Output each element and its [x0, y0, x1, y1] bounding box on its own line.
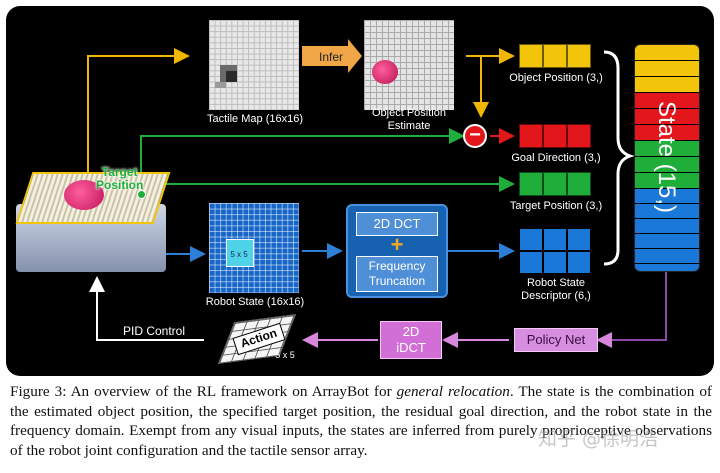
dct-box: 2D DCT + Frequency Truncation	[346, 204, 448, 298]
idct-box: 2D iDCT	[380, 321, 442, 359]
infer-arrow	[302, 39, 362, 73]
robot-state-label: Robot State (16x16)	[205, 296, 305, 308]
arrow-action-to-robot	[89, 276, 204, 341]
action-size-label: 5 x 5	[275, 350, 295, 360]
figure-caption: Figure 3: An overview of the RL framewor…	[10, 383, 712, 459]
robot-state-descriptor-label: Robot State Descriptor (6,)	[521, 277, 591, 302]
target-position-label: Target Position (3,)	[509, 200, 603, 212]
target-dot	[137, 190, 146, 199]
state-brace	[603, 50, 635, 266]
five-by-five-block	[226, 239, 254, 267]
target-position-tag: Target Position	[96, 165, 144, 192]
freq-trunc-label: Frequency Truncation	[356, 256, 438, 292]
pid-control-label: PID Control	[122, 324, 186, 338]
robot-state-map	[209, 203, 299, 293]
state-vector	[634, 44, 700, 272]
object-position-label: Object Position (3,)	[509, 72, 603, 84]
watermark: 知乎 @徐明浩	[538, 428, 659, 450]
object-position-estimate	[364, 20, 454, 110]
arrow-target-to-minus	[140, 128, 465, 194]
diagram-arrows	[87, 39, 667, 348]
arrow-robot-to-tactile	[87, 48, 190, 188]
object-position-bar	[519, 44, 591, 68]
tactile-map-label: Tactile Map (16x16)	[207, 113, 303, 125]
arrow-state-to-policy	[596, 270, 667, 348]
dragon-fruit	[64, 180, 104, 210]
minus-operator: −	[463, 124, 487, 148]
goal-direction-bar	[519, 124, 591, 148]
five-by-five-label: 5 x 5	[230, 250, 248, 259]
object-position-estimate-label: Object Position Estimate	[372, 107, 446, 132]
tactile-map	[209, 20, 299, 110]
target-position-bar	[519, 172, 591, 196]
dct-label: 2D DCT	[356, 212, 438, 236]
plus-sign: +	[390, 232, 404, 257]
robot-array	[15, 168, 171, 272]
fruit-estimate	[372, 60, 398, 84]
robot-state-descriptor-grid	[519, 228, 591, 274]
state-label: State (15,)	[653, 100, 680, 214]
infer-label: Infer	[318, 50, 343, 64]
policy-net-box: Policy Net	[514, 328, 598, 352]
framework-diagram: Target Position Tactile Map (16x16) Infe…	[6, 6, 714, 376]
goal-direction-label: Goal Direction (3,)	[511, 152, 601, 164]
